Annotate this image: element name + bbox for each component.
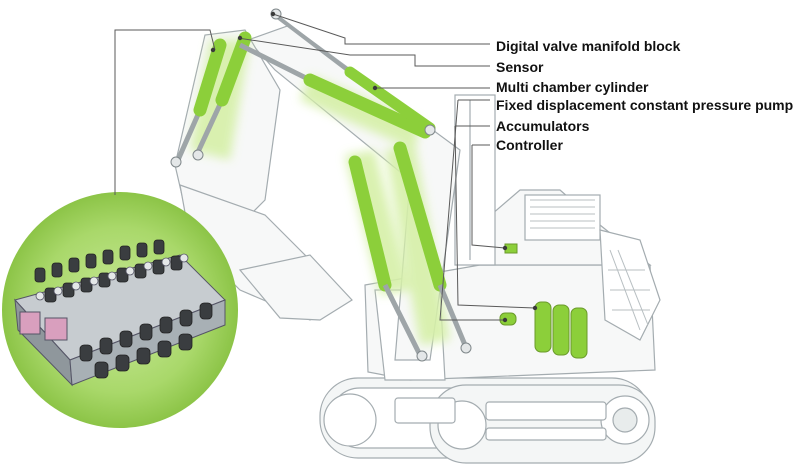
valve-manifold-icon xyxy=(14,239,226,387)
hydraulic-cylinders xyxy=(170,8,472,362)
label-controller: Controller xyxy=(496,137,563,153)
crawler-tracks xyxy=(319,377,656,464)
label-multi-chamber-cylinder: Multi chamber cylinder xyxy=(496,79,649,95)
leader-dots xyxy=(210,11,538,323)
label-digital-valve-manifold-block: Digital valve manifold block xyxy=(496,38,681,54)
manifold-close-up xyxy=(2,192,238,428)
boom-lift-cylinders xyxy=(348,141,472,362)
accumulator-units xyxy=(534,301,588,359)
label-sensor: Sensor xyxy=(496,59,544,75)
stick-cylinder xyxy=(238,8,436,139)
leader-lines xyxy=(114,13,536,321)
pump-unit xyxy=(499,312,517,326)
label-accumulators: Accumulators xyxy=(496,118,590,134)
label-fixed-displacement-pump: Fixed displacement constant pressure pum… xyxy=(496,97,794,113)
